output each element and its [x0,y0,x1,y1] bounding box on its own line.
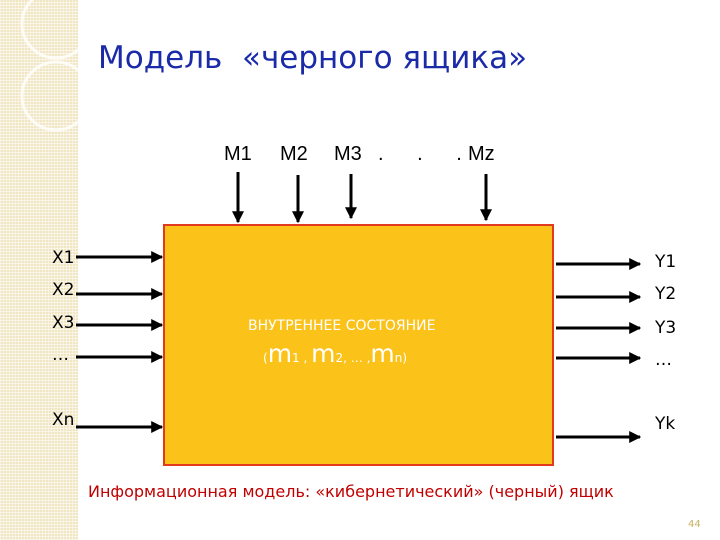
internal-state-label: ВНУТРЕННЕЕ СОСТОЯНИЕ [248,318,436,334]
state-var-m2-sub: 2 [335,351,344,365]
output-label-ellipsis: … [655,350,672,370]
slide-title: Модель «черного ящика» [98,40,528,76]
output-label-y2: Y2 [655,284,677,304]
param-ellipsis: . . . [378,143,476,165]
output-label-yk: Yk [655,414,676,434]
state-var-mn: m [370,339,395,368]
param-label-m3: M3 [334,143,362,165]
caption: Информационная модель: «кибернетический»… [88,482,614,501]
decorative-side-stripe [0,0,78,540]
black-box [163,224,554,466]
state-open-paren: ( [263,351,268,365]
input-label-x3: X3 [52,313,75,333]
state-var-m1-sub: 1 [292,351,300,365]
input-label-ellipsis: … [52,345,69,365]
output-label-y1: Y1 [655,252,677,272]
state-ellipsis: , … , [343,351,371,365]
state-close-paren: ) [402,351,408,365]
page-number: 44 [688,519,701,530]
input-label-x1: X1 [52,248,75,268]
state-var-mn-sub: n [394,351,403,365]
param-label-m1: M1 [224,143,252,165]
param-label-m2: M2 [280,143,308,165]
state-variables: (m1 , m2, … ,mn) [263,339,407,368]
decorative-circles [20,0,80,132]
input-label-x2: X2 [52,280,75,300]
state-var-m1: m [267,339,293,368]
output-label-y3: Y3 [655,318,677,338]
state-sep: , [299,351,312,365]
state-var-m2: m [311,339,336,368]
input-label-xn: Xn [52,410,75,430]
param-label-mz: Mz [468,143,495,165]
